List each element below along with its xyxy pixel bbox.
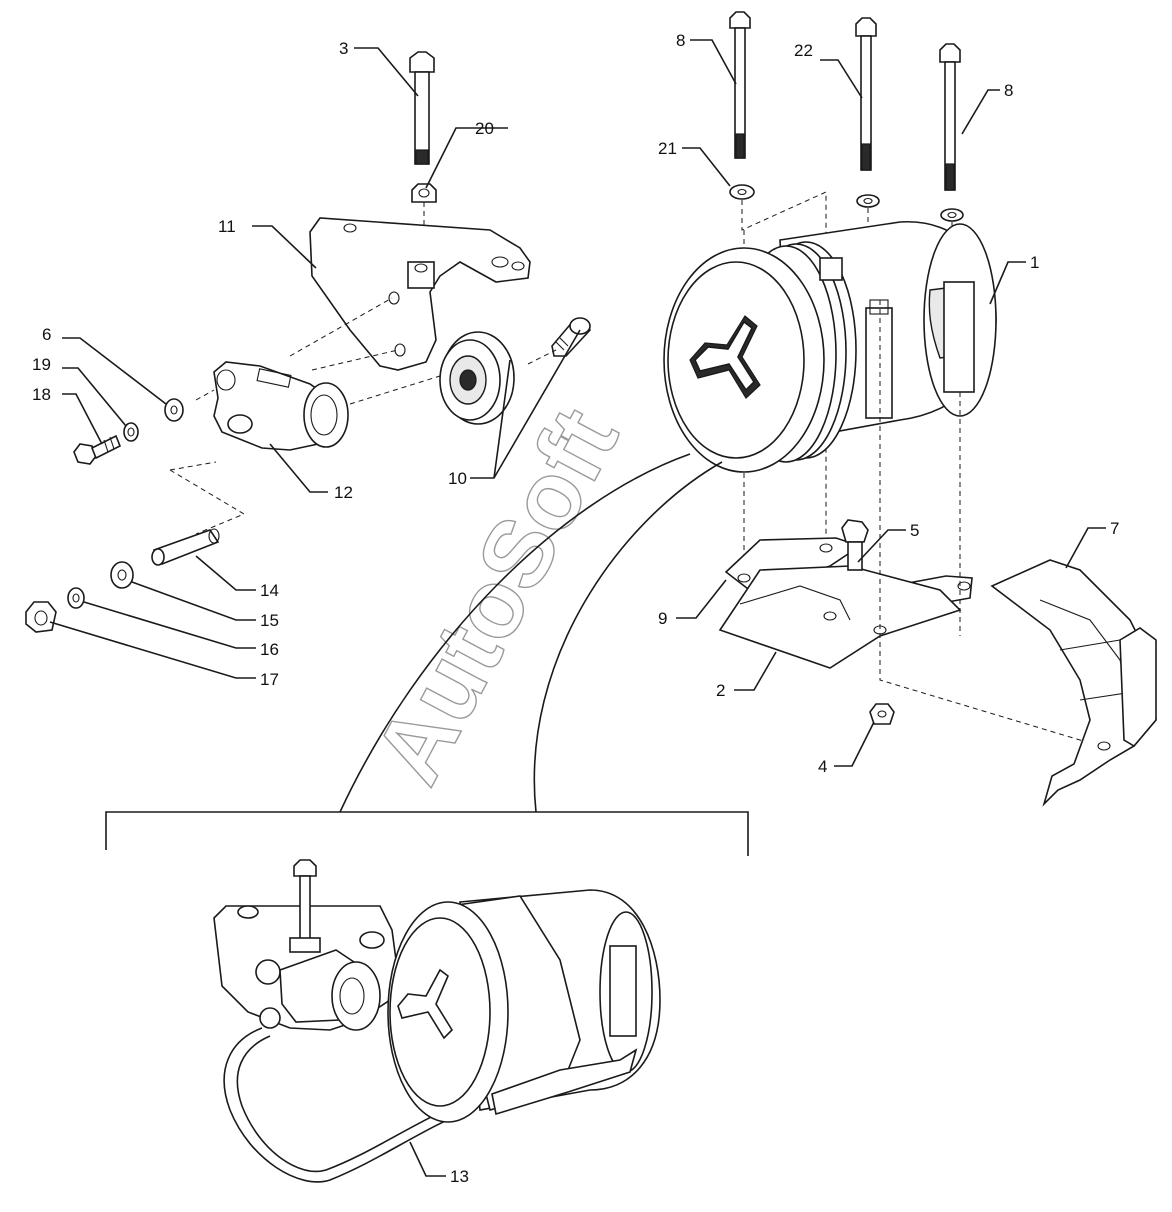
callout-8-left: 8 [676,31,685,50]
callout-9: 9 [658,609,667,628]
watermark-text: AutoSoft [354,392,639,800]
callout-3: 3 [339,39,348,58]
washer-6 [164,398,184,422]
callout-7: 7 [1110,519,1119,538]
lock-washer-19 [123,422,139,442]
washer-22 [856,194,880,208]
nut-4 [869,703,895,725]
callout-11: 11 [218,217,236,236]
shield-7 [990,559,1157,807]
callout-1: 1 [1030,253,1039,272]
washer-8 [940,208,964,222]
nut-17 [25,601,57,633]
callout-6: 6 [42,325,51,344]
callout-16: 16 [260,640,279,659]
callout-8-right: 8 [1004,81,1013,100]
bolt-18 [73,434,122,465]
leader-lines [49,39,1106,1177]
bolt-3 [409,51,435,165]
callout-10: 10 [448,469,467,488]
nut-20 [411,183,437,203]
idler-pulley-10 [439,331,515,425]
callout-17: 17 [260,670,279,689]
callout-20: 20 [475,119,494,138]
callout-15: 15 [260,611,279,630]
tensioner-arm-12 [213,361,349,451]
compressor-1 [663,221,997,473]
callout-13: 13 [450,1167,469,1186]
callout-18: 18 [32,385,51,404]
bolt-5 [841,519,869,571]
assembled-view-13 [213,859,661,1183]
bolt-22 [855,17,877,171]
lock-washer-16 [67,587,85,609]
callout-21: 21 [658,139,677,158]
callout-12: 12 [334,483,353,502]
washer-15 [110,561,134,589]
callout-22: 22 [794,41,813,60]
bolt-8-left [729,11,751,159]
base-bracket-2 [718,565,962,669]
callout-2: 2 [716,681,725,700]
callout-14: 14 [260,581,279,600]
bolt-8-right [939,43,961,191]
pulley-bolt-10 [551,317,591,357]
washer-21 [729,184,755,200]
callout-19: 19 [32,355,51,374]
bracket-11 [309,217,531,371]
callout-5: 5 [910,521,919,540]
pin-14 [151,528,220,566]
callout-4: 4 [818,757,827,776]
